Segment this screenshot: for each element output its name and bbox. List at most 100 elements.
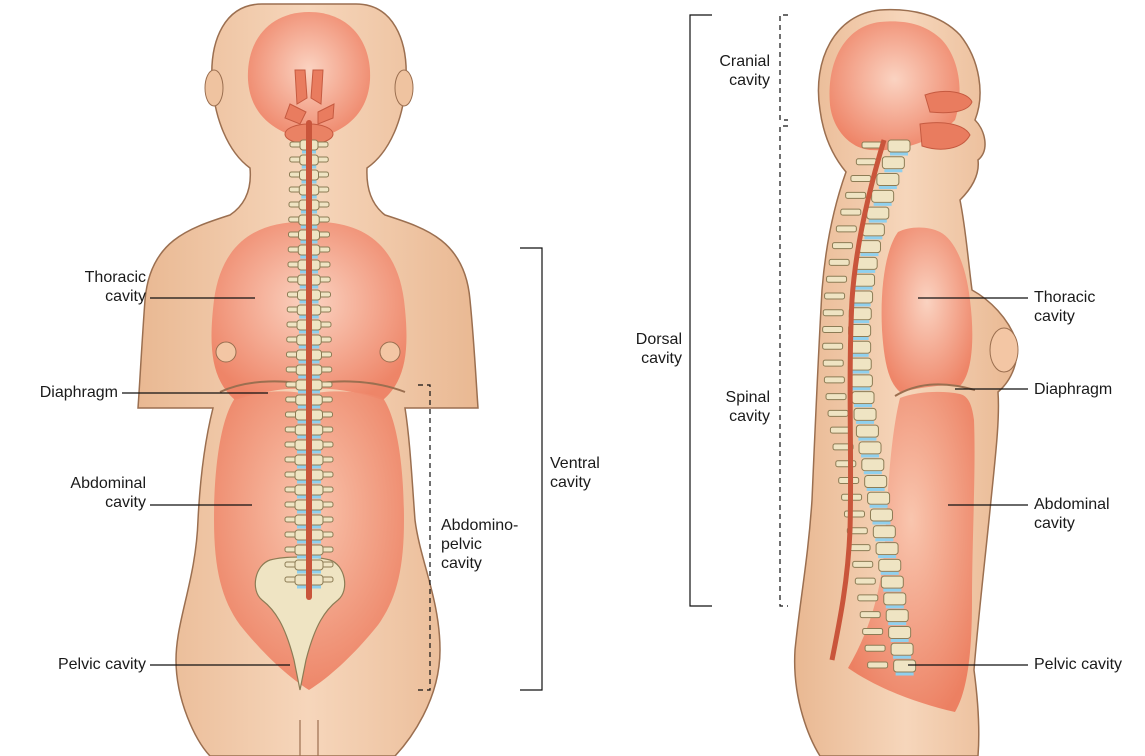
label-front-diaphragm: Diaphragm <box>10 383 118 402</box>
label-abdominopelvic-cavity: Abdomino- pelvic cavity <box>441 516 531 573</box>
label-side-thoracic-cavity: Thoracic cavity <box>1034 288 1134 326</box>
disc <box>886 605 904 608</box>
vertebra <box>873 526 895 538</box>
spinous-process <box>862 142 882 148</box>
vertebra <box>891 643 913 655</box>
vertebra <box>886 610 908 622</box>
disc <box>888 622 906 625</box>
vertebra <box>889 626 911 638</box>
front-nipple-right <box>380 342 400 362</box>
vertebra <box>868 492 890 504</box>
vertebra <box>862 459 884 471</box>
spinous-process <box>824 377 844 383</box>
disc <box>852 387 870 390</box>
vertebra <box>865 475 887 487</box>
disc <box>896 673 914 676</box>
disc <box>869 220 887 223</box>
spinous-process <box>826 394 846 400</box>
disc <box>881 572 899 575</box>
label-cranial-cavity: Cranial cavity <box>690 52 770 90</box>
disc <box>857 270 875 273</box>
label-line: cavity <box>550 473 620 492</box>
label-line: cavity <box>20 493 146 512</box>
disc <box>890 153 908 156</box>
label-line: Pelvic cavity <box>1034 655 1142 674</box>
bracket-spinal <box>780 126 788 606</box>
label-line: cavity <box>441 554 531 573</box>
label-line: Cranial <box>690 52 770 71</box>
spinous-process <box>827 276 847 282</box>
disc <box>872 522 890 525</box>
disc <box>893 656 911 659</box>
disc <box>891 639 909 642</box>
label-line: cavity <box>30 287 146 306</box>
vertebra <box>884 593 906 605</box>
label-line: Diaphragm <box>10 383 118 402</box>
vertebra <box>877 174 899 186</box>
spinous-process <box>850 545 870 551</box>
label-front-pelvic-cavity: Pelvic cavity <box>4 655 146 674</box>
disc <box>851 371 869 374</box>
spinous-process <box>828 410 848 416</box>
label-line: Abdomino- <box>441 516 531 535</box>
label-line: cavity <box>690 407 770 426</box>
label-line: pelvic <box>441 535 531 554</box>
label-line: Diaphragm <box>1034 380 1140 399</box>
spinous-process <box>832 243 852 249</box>
label-side-pelvic-cavity: Pelvic cavity <box>1034 655 1142 674</box>
spinous-process <box>841 209 861 215</box>
disc <box>851 354 869 357</box>
side-figure <box>795 10 1018 756</box>
label-line: Pelvic cavity <box>4 655 146 674</box>
spinous-process <box>868 662 888 668</box>
label-line: Abdominal <box>1034 495 1140 514</box>
disc <box>851 337 869 340</box>
front-ear-right <box>395 70 413 106</box>
label-line: Abdominal <box>20 474 146 493</box>
front-ear-left <box>205 70 223 106</box>
vertebra <box>854 408 876 420</box>
label-line: Thoracic <box>1034 288 1134 307</box>
spinous-process <box>823 327 843 333</box>
label-side-abdominal-cavity: Abdominal cavity <box>1034 495 1140 533</box>
spinous-process <box>844 511 864 517</box>
spinous-process <box>846 192 866 198</box>
label-spinal-cavity: Spinal cavity <box>690 388 770 426</box>
vertebra <box>888 140 910 152</box>
vertebra <box>852 392 874 404</box>
label-side-diaphragm: Diaphragm <box>1034 380 1140 399</box>
label-line: cavity <box>1034 514 1140 533</box>
disc <box>883 589 901 592</box>
bracket-ventral <box>520 248 542 690</box>
vertebra <box>850 375 872 387</box>
spinous-process <box>829 259 849 265</box>
spinous-process <box>863 628 883 634</box>
spinous-process <box>855 578 875 584</box>
disc <box>867 488 885 491</box>
spinous-process <box>865 645 885 651</box>
front-figure <box>138 4 478 756</box>
label-line: cavity <box>690 71 770 90</box>
disc <box>861 454 879 457</box>
disc <box>875 538 893 541</box>
bracket-dorsal <box>690 15 712 606</box>
disc <box>879 186 897 189</box>
front-spinal-cord <box>306 120 312 600</box>
spinous-process <box>836 226 856 232</box>
disc <box>870 505 888 508</box>
label-line: Dorsal <box>600 330 682 349</box>
disc <box>874 203 892 206</box>
vertebra <box>882 157 904 169</box>
label-line: Ventral <box>550 454 620 473</box>
vertebra <box>858 241 880 253</box>
spinous-process <box>856 159 876 165</box>
vertebra <box>876 543 898 555</box>
vertebra <box>872 190 894 202</box>
side-breast <box>990 328 1018 372</box>
vertebra <box>894 660 916 672</box>
label-line: Thoracic <box>30 268 146 287</box>
vertebra <box>867 207 889 219</box>
vertebra <box>879 559 901 571</box>
label-line: cavity <box>600 349 682 368</box>
